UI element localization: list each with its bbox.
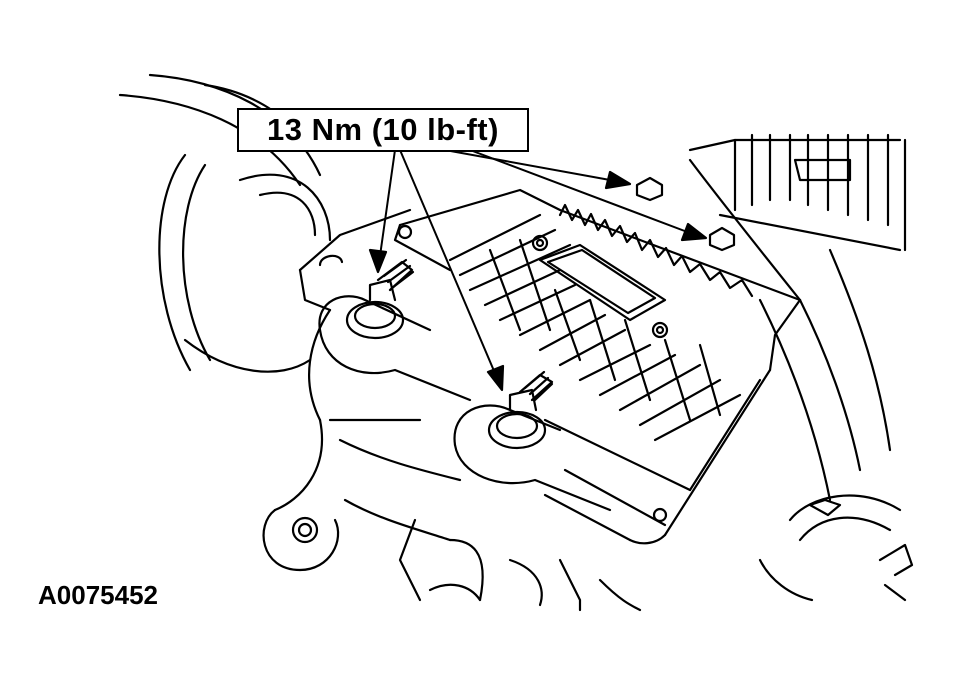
torque-spec-callout: 13 Nm (10 lb-ft): [237, 108, 529, 152]
lower-right-hose: [760, 496, 912, 600]
mounting-bracket: [264, 210, 640, 610]
callout-leaders: [378, 150, 690, 385]
module-housing: [395, 190, 800, 543]
upper-nuts: [637, 178, 734, 250]
right-background-housing: [690, 135, 905, 500]
figure-id-label: A0075452: [38, 580, 158, 610]
left-stud-boss: [319, 260, 470, 400]
torque-spec-label: 13 Nm (10 lb-ft): [267, 112, 499, 147]
right-stud-boss: [455, 372, 610, 510]
left-housing-outline: [120, 75, 330, 372]
callout-arrowheads: [370, 172, 706, 390]
